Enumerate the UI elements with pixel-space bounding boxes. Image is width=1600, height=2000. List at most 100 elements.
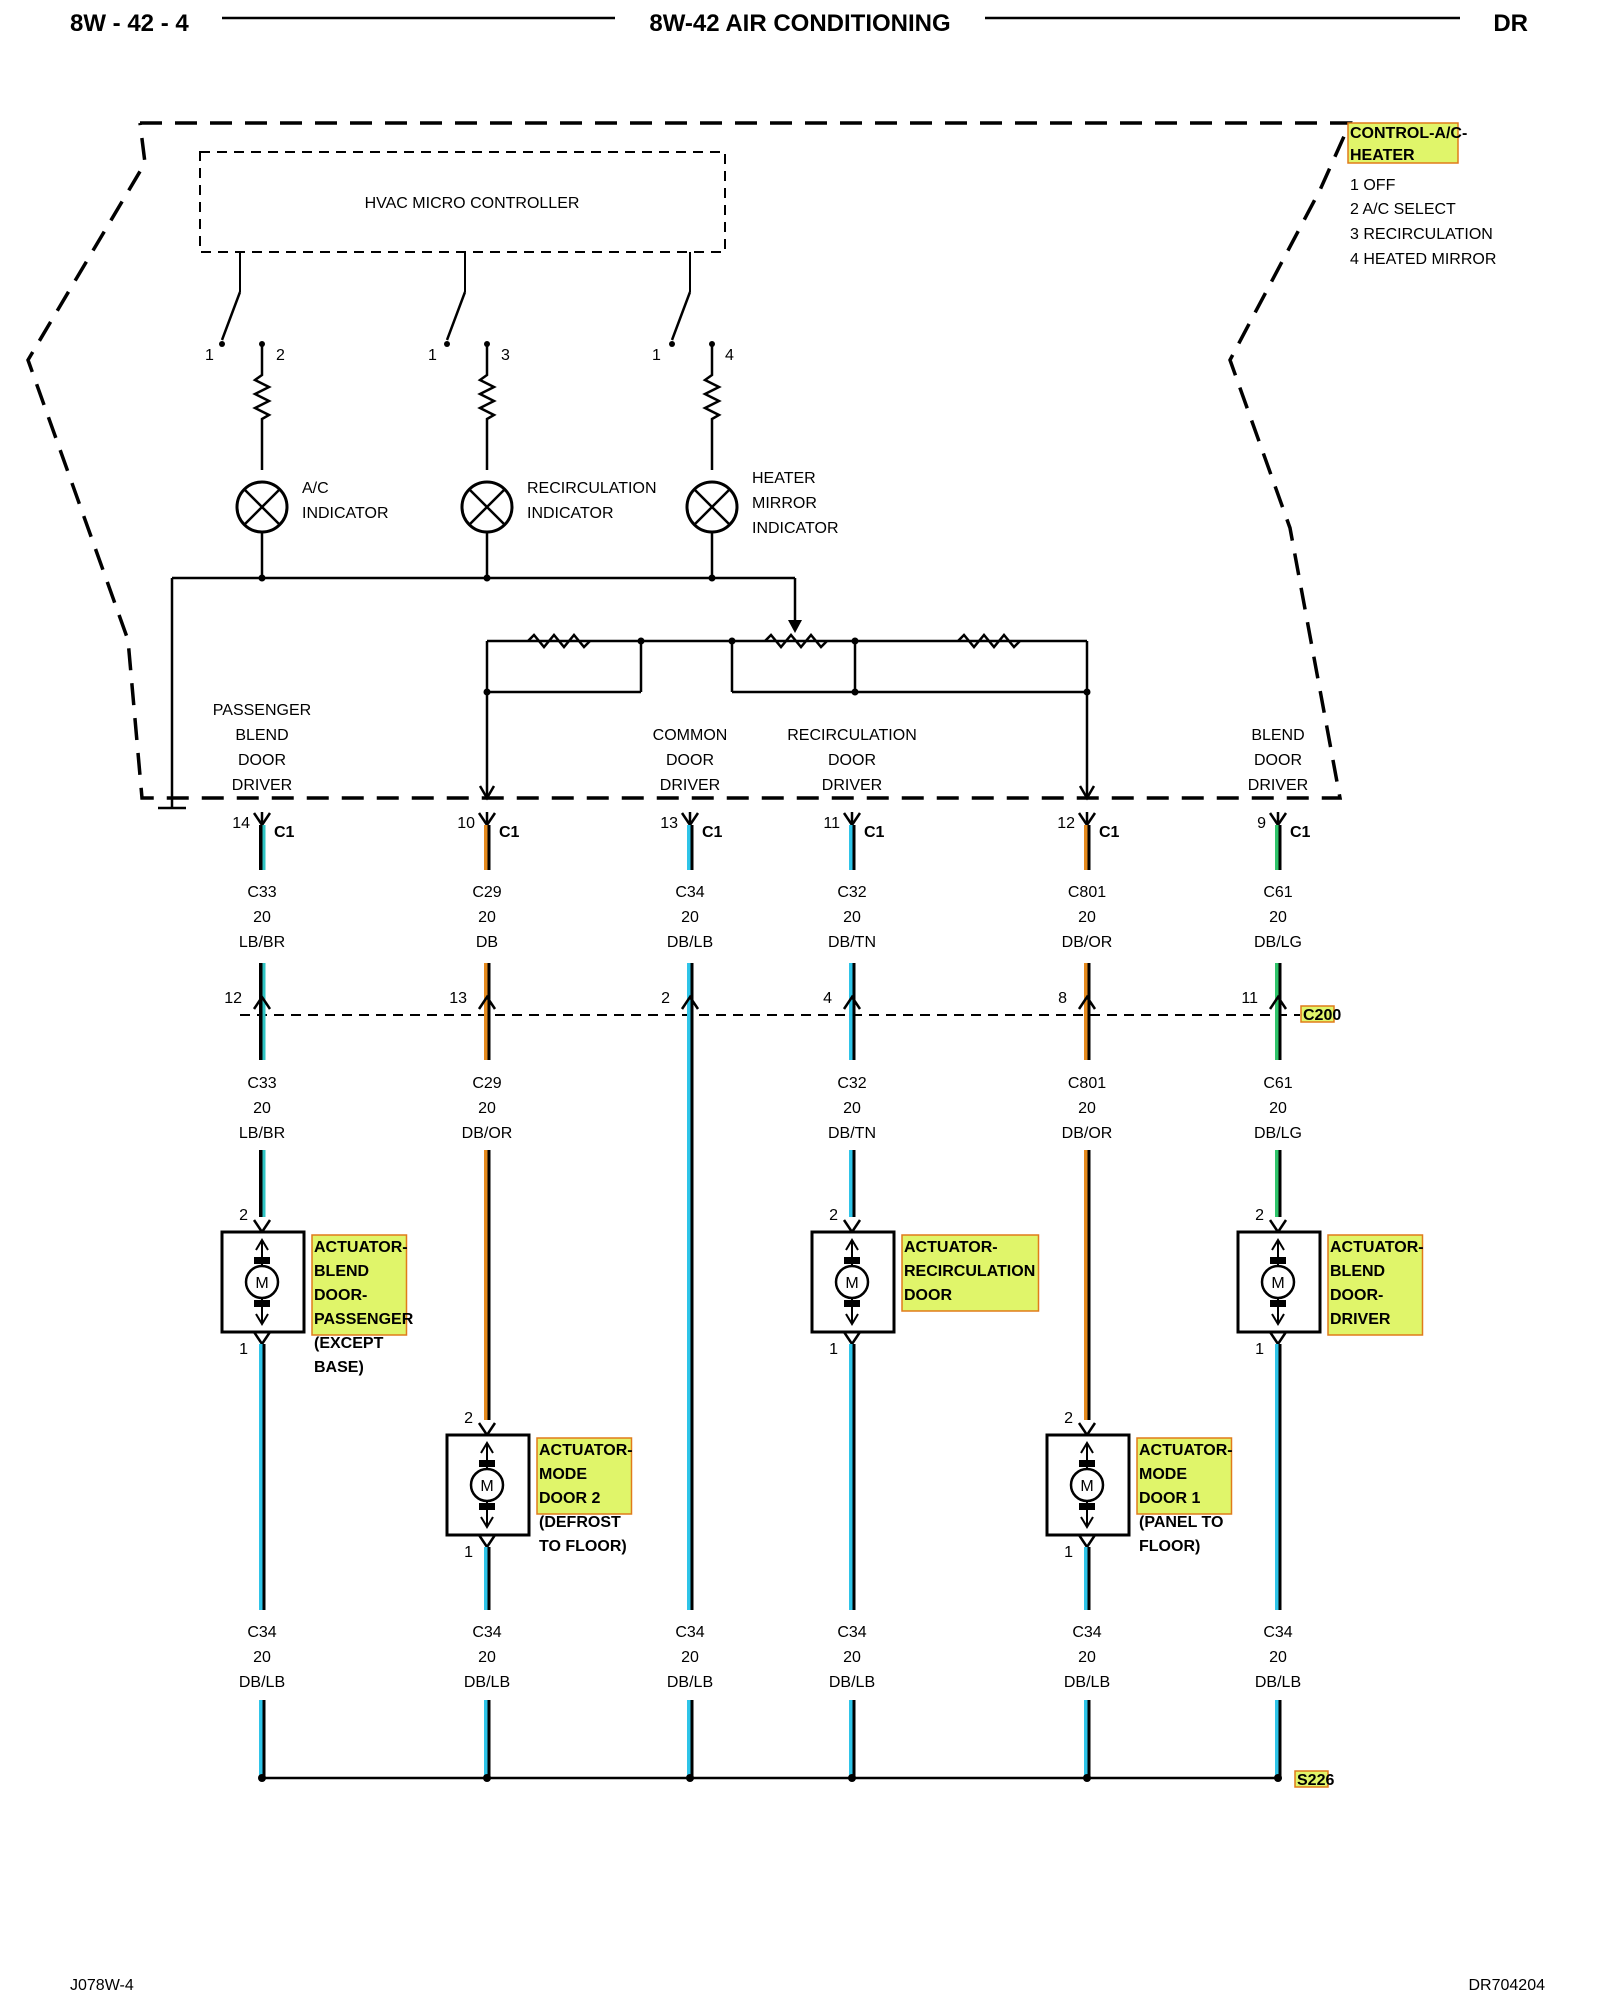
actuator-1-pin-top: 2 <box>239 1207 248 1224</box>
switch-1-contact-off <box>219 341 225 347</box>
ladder-arrow-left-icon <box>478 785 496 801</box>
ladder-node-2 <box>728 637 736 645</box>
common-driver-label-2: DOOR <box>666 752 714 769</box>
actuator-1-title-4: PASSENGER <box>314 1311 414 1328</box>
passenger-driver-label-1: PASSENGER <box>213 702 311 719</box>
wire-6-bottom-label-3: DB/LB <box>1255 1674 1301 1691</box>
actuator-1-connector-bottom-icon <box>252 1331 272 1347</box>
wire-6-upper-label-3: DB/LG <box>1254 934 1302 951</box>
wire-4-upper-label-3: DB/TN <box>828 934 876 951</box>
actuator-3-title-highlight <box>901 1234 1040 1312</box>
legend-ac-select: 2 A/C SELECT <box>1350 201 1456 218</box>
resistor-1 <box>252 344 272 470</box>
heater-mirror-indicator-label-3: INDICATOR <box>752 520 839 537</box>
actuator-3-arrow-up-icon <box>845 1238 859 1251</box>
actuator-3-arrow-down-icon <box>845 1313 859 1326</box>
recirculation-indicator-label-1: RECIRCULATION <box>527 480 657 497</box>
actuator-5-pin-bottom: 1 <box>1255 1341 1264 1358</box>
switch-3-pin-off: 1 <box>652 347 661 364</box>
heater-mirror-indicator-label-2: MIRROR <box>752 495 817 512</box>
actuator-1-pin-bottom: 1 <box>239 1341 248 1358</box>
control-legend: CONTROL-A/C- HEATER 1 OFF 2 A/C SELECT 3… <box>1347 122 1496 268</box>
wire-1-upper-label-1: C33 <box>247 884 276 901</box>
wire-6-lower-label-2: 20 <box>1269 1100 1287 1117</box>
actuator-1-title-highlight <box>311 1234 408 1336</box>
splice-bus: S226 <box>262 1770 1334 1789</box>
actuator-2-brush-top <box>479 1460 495 1467</box>
wire-5-bottom-label-3: DB/LB <box>1064 1674 1110 1691</box>
wire-2-bottom-label-3: DB/LB <box>464 1674 510 1691</box>
footer-left: J078W-4 <box>70 1977 134 1994</box>
actuator-3-motor-icon <box>834 1264 870 1300</box>
actuator-1-arrow-up-icon <box>255 1238 269 1251</box>
wire-3-upper-label-1: C34 <box>675 884 704 901</box>
actuator-3-title-3: DOOR <box>904 1287 952 1304</box>
recirc-driver-label-3: DRIVER <box>822 777 882 794</box>
wire-2-bottom-label-1: C34 <box>472 1624 501 1641</box>
switch-1-pin-off: 1 <box>205 347 214 364</box>
wire-4-lower-label-3: DB/TN <box>828 1125 876 1142</box>
ladder-arrow-right-icon <box>1078 785 1096 801</box>
switch-3-blade <box>670 291 692 341</box>
c200-pin-5: 8 <box>1058 990 1067 1007</box>
actuator-2-motor-icon <box>469 1467 505 1503</box>
bus-node-2 <box>483 574 491 582</box>
wire-6-lower-label-3: DB/LG <box>1254 1125 1302 1142</box>
actuator-4-motor-icon <box>1069 1467 1105 1503</box>
wire-1-bottom-label-1: C34 <box>247 1624 276 1641</box>
c1-label-6: C1 <box>1290 824 1311 841</box>
c200-pin-6: 11 <box>1241 990 1258 1007</box>
wire-3-bottom-label-2: 20 <box>681 1649 699 1666</box>
c200-highlight <box>1300 1005 1335 1023</box>
actuator-2-note-1: (DEFROST <box>539 1514 621 1531</box>
actuator-3-title-2: RECIRCULATION <box>904 1263 1035 1280</box>
c200-pin-2: 13 <box>449 990 467 1007</box>
switch-2-contact-off <box>444 341 450 347</box>
actuator-5-motor-icon <box>1260 1264 1296 1300</box>
wire-6-upper-label-1: C61 <box>1263 884 1292 901</box>
driver-labels: PASSENGER BLEND DOOR DRIVER COMMON DOOR … <box>213 702 1308 794</box>
wire-4-bottom-label-1: C34 <box>837 1624 866 1641</box>
switch-1-blade <box>220 291 242 341</box>
wire-2-upper-label-2: 20 <box>478 909 496 926</box>
indicator-circuit-3: 1 4 HEATER MIRROR INDICATOR <box>652 252 839 578</box>
blend-driver-label-1: BLEND <box>1251 727 1304 744</box>
indicator-circuit-1: 1 2 A/C INDICATOR <box>205 252 389 578</box>
recirculation-indicator-label-2: INDICATOR <box>527 505 614 522</box>
wire-4-upper-label-1: C32 <box>837 884 866 901</box>
passenger-driver-label-2: BLEND <box>235 727 288 744</box>
wire-5-upper-label-2: 20 <box>1078 909 1096 926</box>
wire-2-lower-label-1: C29 <box>472 1075 501 1092</box>
wire-harness: 14C1C3320LB/BR12C3320LB/BR2M1ACTUATOR-BL… <box>220 812 1424 1782</box>
actuator-5-connector-bottom-icon <box>1268 1331 1288 1347</box>
actuator-5-brush-top <box>1270 1257 1286 1264</box>
actuator-4-pin-bottom: 1 <box>1064 1544 1073 1561</box>
recirc-driver-label-1: RECIRCULATION <box>787 727 917 744</box>
resistor-2 <box>477 344 497 470</box>
ladder-node-4 <box>851 688 859 696</box>
indicator-ground-bus <box>158 574 802 810</box>
wire-3-bottom-label-1: C34 <box>675 1624 704 1641</box>
wire-5-lower-label-3: DB/OR <box>1062 1125 1113 1142</box>
actuator-1-note-1: (EXCEPT <box>314 1335 384 1352</box>
legend-heated-mirror: 4 HEATED MIRROR <box>1350 251 1496 268</box>
c200-connector-icon-1 <box>252 994 272 1010</box>
vehicle-code: DR <box>1493 10 1528 37</box>
actuator-1-brush-top <box>254 1257 270 1264</box>
actuator-3-pin-top: 2 <box>829 1207 838 1224</box>
actuator-5-pin-top: 2 <box>1255 1207 1264 1224</box>
legend-off: 1 OFF <box>1350 177 1396 194</box>
recirc-driver-label-2: DOOR <box>828 752 876 769</box>
lamp-3-cross <box>694 489 730 525</box>
indicator-circuit-2: 1 3 RECIRCULATION INDICATOR <box>428 252 657 578</box>
wire-3-upper-label-2: 20 <box>681 909 699 926</box>
passenger-driver-label-4: DRIVER <box>232 777 292 794</box>
actuator-5-title-highlight <box>1327 1234 1424 1336</box>
switch-3-pin-on: 4 <box>725 347 734 364</box>
heater-mirror-indicator-label-1: HEATER <box>752 470 816 487</box>
actuator-1-title-1: ACTUATOR- <box>314 1239 408 1256</box>
actuator-5-title-4: DRIVER <box>1330 1311 1391 1328</box>
c1-label-2: C1 <box>499 824 520 841</box>
actuator-1-title-2: BLEND <box>314 1263 369 1280</box>
